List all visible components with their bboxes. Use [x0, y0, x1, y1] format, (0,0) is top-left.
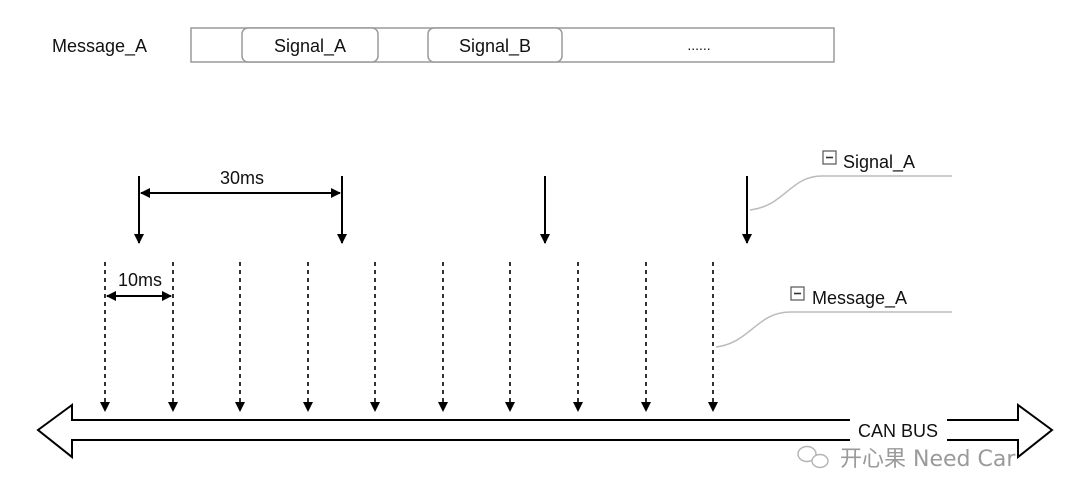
signal-b-field — [427, 27, 563, 63]
can-bus-arrow — [36, 403, 1054, 460]
collapse-icon — [790, 286, 805, 301]
can-bus-label: CAN BUS — [858, 421, 938, 441]
signal-a-field-label: Signal_A — [274, 36, 346, 57]
message-callout-line — [715, 311, 952, 348]
can-bus-label-bg — [850, 419, 947, 441]
signal-a-field — [241, 27, 379, 63]
collapse-icon — [822, 150, 837, 165]
message-label: Message_A — [52, 36, 147, 57]
signal-callout-line — [749, 175, 952, 211]
watermark-text: 开心果 Need Car — [840, 447, 1016, 472]
message-period-label: 10ms — [118, 270, 162, 290]
more-fields-ellipsis: ...... — [687, 37, 710, 53]
message-legend-label: Message_A — [812, 288, 907, 309]
wechat-logo — [797, 445, 829, 469]
signal-period-label: 30ms — [220, 168, 264, 188]
signal-legend-label: Signal_A — [843, 152, 915, 173]
signal-b-field-label: Signal_B — [459, 36, 531, 57]
